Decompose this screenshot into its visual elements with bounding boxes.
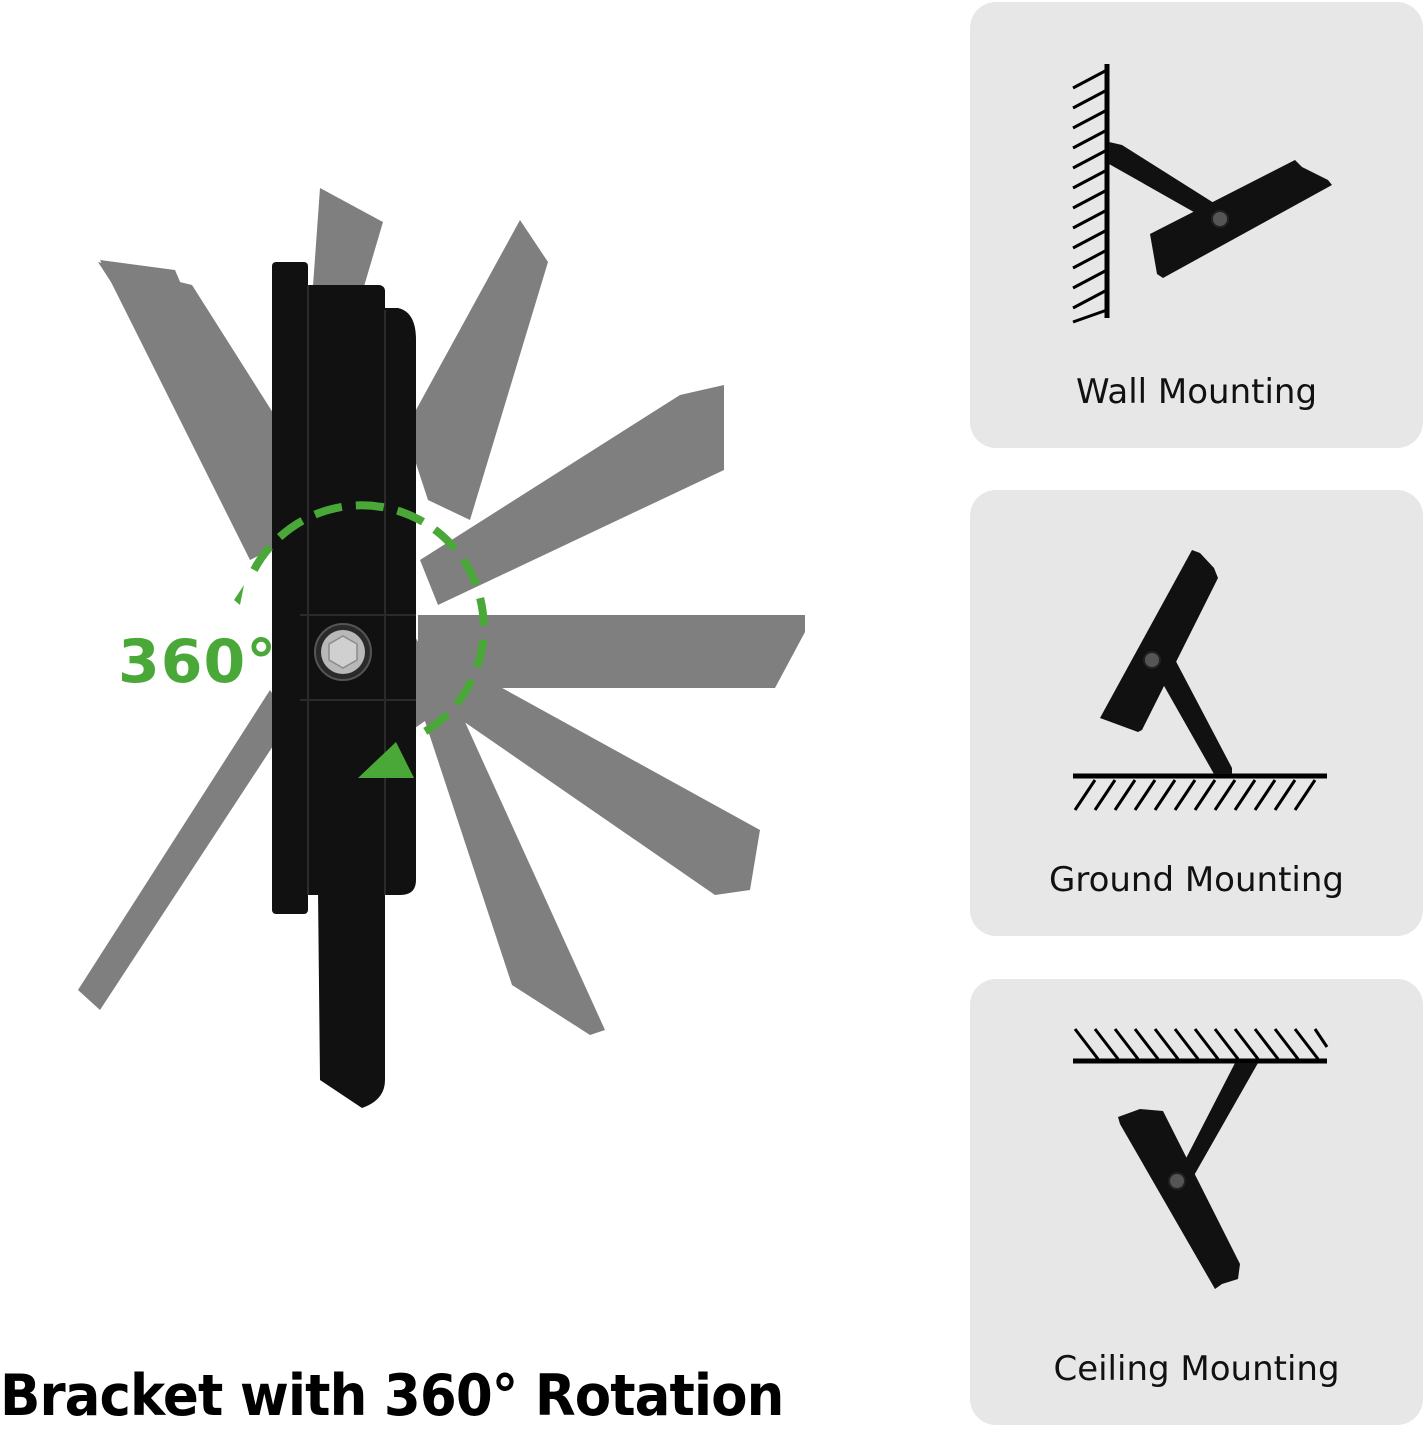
rotation-illustration: 360° [78,188,805,1108]
mounting-card-wall: Wall Mounting [970,2,1423,448]
mounting-label-wall: Wall Mounting [1075,372,1318,412]
mounting-label-ceiling: Ceiling Mounting [1053,1349,1340,1389]
page-caption: Bracket with 360° Rotation [0,1363,784,1429]
rotation-degree-label: 360° [118,627,278,697]
mounting-card-ground: Ground Mounting [970,490,1423,936]
bolt-icon [314,623,372,681]
bracket-rotation-icon [78,188,805,1108]
mounting-card-ceiling: Ceiling Mounting [970,979,1423,1425]
ceiling-mount-icon [1073,1028,1329,1289]
wall-mount-icon [1072,64,1332,324]
ground-mount-icon [1073,550,1327,811]
mounting-label-ground: Ground Mounting [1048,860,1344,900]
